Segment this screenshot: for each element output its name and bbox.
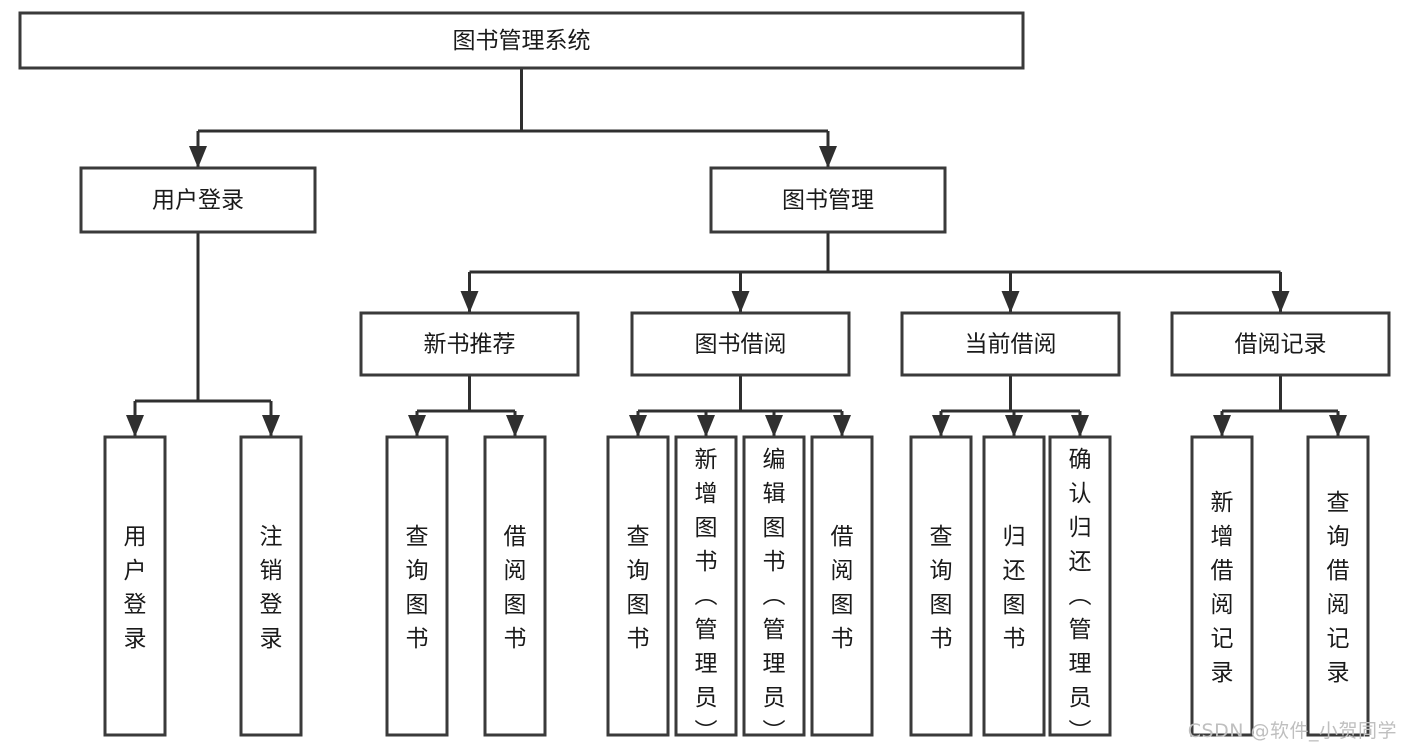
leaf-node[interactable]: 用户登录 [103,435,167,737]
leaf-label: 确认归还︵管理员︶ [1069,447,1092,745]
leaf-label: 用户登录 [124,524,147,652]
level3-label: 借阅记录 [1235,332,1327,358]
leaf-node[interactable]: 确认归还︵管理员︶ [1048,435,1112,745]
level3-node[interactable]: 新书推荐 [359,311,580,377]
arrow-head-icon [731,291,750,313]
arrow-head-icon [697,415,715,437]
level3-box[interactable] [630,311,851,377]
leaf-box[interactable] [674,435,738,737]
level3-box[interactable] [359,311,580,377]
leaf-node[interactable]: 借阅图书 [810,435,874,737]
level2-box[interactable] [79,166,317,234]
leaf-label: 查询图书 [930,524,953,652]
leaf-box[interactable] [810,435,874,737]
arrow-head-icon [1071,415,1089,437]
leaf-box[interactable] [483,435,547,737]
arrow-head-icon [408,415,426,437]
leaf-box[interactable] [606,435,670,737]
root-box[interactable] [18,11,1025,70]
level3-label: 图书借阅 [695,332,787,358]
arrow-head-icon [262,415,280,437]
arrow-head-icon [1001,291,1020,313]
root-node[interactable]: 图书管理系统 [18,11,1025,70]
leaf-box[interactable] [239,435,303,737]
level2-box[interactable] [709,166,947,234]
level2-node[interactable]: 用户登录 [79,166,317,234]
arrow-head-icon [765,415,783,437]
leaf-box[interactable] [1048,435,1112,737]
leaf-label: 查询借阅记录 [1327,490,1350,686]
leaf-node[interactable]: 查询图书 [606,435,670,737]
arrow-head-icon [1329,415,1347,437]
arrow-head-icon [629,415,647,437]
leaf-box[interactable] [982,435,1046,737]
leaf-node[interactable]: 归还图书 [982,435,1046,737]
leaf-node[interactable]: 注销登录 [239,435,303,737]
level3-node[interactable]: 当前借阅 [900,311,1121,377]
leaf-box[interactable] [742,435,806,737]
level3-node[interactable]: 借阅记录 [1170,311,1391,377]
leaf-node[interactable]: 编辑图书︵管理员︶ [742,435,806,745]
arrow-head-icon [126,415,144,437]
arrow-head-icon [189,146,207,168]
leaf-label: 新增借阅记录 [1211,490,1234,686]
leaf-box[interactable] [103,435,167,737]
arrow-head-icon [506,415,524,437]
leaf-box[interactable] [1190,435,1254,737]
leaf-label: 注销登录 [260,524,283,652]
level3-box[interactable] [1170,311,1391,377]
connector-lines [126,68,1347,437]
leaf-label: 编辑图书︵管理员︶ [763,447,786,745]
leaf-box[interactable] [1306,435,1370,737]
leaf-box[interactable] [909,435,973,737]
arrow-head-icon [833,415,851,437]
watermark-text: CSDN @软件_小贺同学 [1187,720,1397,742]
level2-label: 图书管理 [782,188,874,214]
leaf-label: 归还图书 [1003,524,1026,652]
arrow-head-icon [932,415,950,437]
arrow-head-icon [460,291,479,313]
leaf-label: 查询图书 [406,524,429,652]
root-label: 图书管理系统 [453,28,591,54]
level3-label: 新书推荐 [424,332,516,358]
leaf-node[interactable]: 查询图书 [385,435,449,737]
arrow-head-icon [1213,415,1231,437]
node-boxes: 图书管理系统用户登录图书管理新书推荐图书借阅当前借阅借阅记录用户登录注销登录查询… [18,11,1391,745]
leaf-label: 查询图书 [627,524,650,652]
leaf-node[interactable]: 查询图书 [909,435,973,737]
arrow-head-icon [819,146,837,168]
level3-box[interactable] [900,311,1121,377]
leaf-label: 新增图书︵管理员︶ [695,447,718,745]
level2-node[interactable]: 图书管理 [709,166,947,234]
level2-label: 用户登录 [152,188,244,214]
arrow-head-icon [1005,415,1023,437]
leaf-node[interactable]: 新增借阅记录 [1190,435,1254,737]
leaf-node[interactable]: 新增图书︵管理员︶ [674,435,738,745]
leaf-node[interactable]: 查询借阅记录 [1306,435,1370,737]
leaf-label: 借阅图书 [831,524,854,652]
leaf-label: 借阅图书 [504,524,527,652]
leaf-node[interactable]: 借阅图书 [483,435,547,737]
leaf-box[interactable] [385,435,449,737]
arrow-head-icon [1271,291,1290,313]
level3-node[interactable]: 图书借阅 [630,311,851,377]
level3-label: 当前借阅 [965,332,1057,358]
